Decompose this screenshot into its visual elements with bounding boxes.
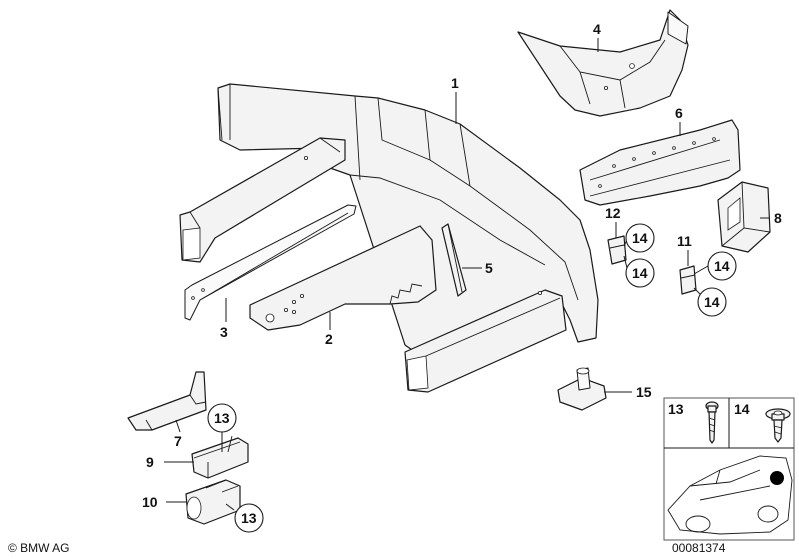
callout-2: 2 (325, 331, 333, 347)
callout-4: 4 (593, 21, 601, 37)
callout-14-b: 14 (632, 265, 648, 281)
ring-13-a (207, 403, 237, 433)
callout-6: 6 (675, 105, 683, 121)
part-4-wheel-arch-panel[interactable] (517, 9, 689, 117)
legend-label-13: 13 (668, 401, 684, 417)
part-2-bracket-plate[interactable] (249, 225, 437, 331)
callout-14-d: 14 (704, 294, 720, 310)
legend-label-14: 14 (734, 401, 750, 417)
screw-icon (765, 408, 791, 443)
callout-9: 9 (146, 454, 154, 470)
callout-5: 5 (485, 260, 493, 276)
part-6-perforated-rail[interactable] (579, 119, 741, 206)
callout-1: 1 (451, 75, 459, 91)
part-10-tube-sleeve[interactable] (185, 479, 241, 525)
part-12-clip[interactable] (607, 235, 627, 265)
location-marker-icon (770, 471, 784, 485)
part-7-bracket[interactable] (127, 371, 207, 431)
callout-13-b: 13 (241, 510, 257, 526)
ring-14-a (625, 223, 655, 253)
callout-8: 8 (774, 210, 782, 226)
callout-12: 12 (605, 205, 621, 221)
part-5-strip[interactable] (441, 223, 467, 297)
part-1-main-frame[interactable] (217, 83, 599, 353)
callout-14-a: 14 (632, 230, 648, 246)
ring-14-b (625, 258, 655, 288)
part-3-cross-member[interactable] (179, 137, 357, 321)
callout-15: 15 (636, 384, 652, 400)
callout-3: 3 (220, 324, 228, 340)
ring-14-d (697, 287, 727, 317)
part-15-clip-nut[interactable] (557, 367, 607, 411)
ring-14-c (707, 251, 737, 281)
copyright-text: © BMW AG (8, 541, 70, 555)
callout-14-c: 14 (714, 258, 730, 274)
car-silhouette-icon (667, 455, 793, 535)
callout-10: 10 (142, 494, 158, 510)
ring-13-b (234, 503, 264, 533)
legend-box (663, 397, 795, 541)
part-8-box-bracket[interactable] (717, 181, 771, 253)
bolt-icon (705, 401, 719, 444)
part-1-lower-tube[interactable] (404, 289, 567, 393)
part-9-channel-clip[interactable] (191, 435, 249, 479)
callout-7: 7 (174, 433, 182, 449)
callout-11: 11 (677, 233, 692, 249)
part-11-clip[interactable] (679, 265, 697, 295)
part-number-text: 00081374 (672, 541, 726, 555)
callout-13-a: 13 (214, 410, 230, 426)
